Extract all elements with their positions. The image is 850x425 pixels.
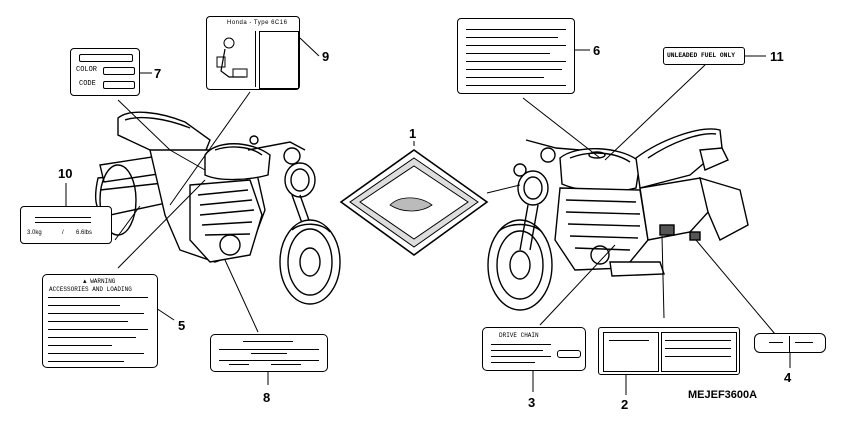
load-limit-label: 3.0kg / 6.6lbs [20, 206, 112, 244]
load-kg: 3.0kg [27, 230, 42, 236]
warning-label: ▲ WARNING ACCESSORIES AND LOADING [42, 274, 158, 368]
callout-2: 2 [621, 397, 629, 412]
callout-5: 5 [178, 318, 186, 333]
load-sep: / [62, 230, 64, 236]
callout-3: 3 [528, 395, 536, 410]
right-motorcycle [487, 128, 749, 311]
callout-11: 11 [770, 49, 784, 64]
specification-label: Honda - Type 6C16 [206, 16, 300, 90]
spec-title: Honda - Type 6C16 [227, 20, 288, 26]
drive-chain-label: DRIVE CHAIN [482, 327, 586, 371]
tire-label [754, 333, 826, 353]
frame-label [210, 334, 328, 372]
drive-chain-title: DRIVE CHAIN [499, 332, 539, 339]
callout-1: 1 [409, 126, 417, 141]
color-text: COLOR [76, 66, 98, 74]
color-code-label: COLOR CODE [70, 48, 140, 96]
diagram-code: MEJEF3600A [688, 389, 758, 401]
warning-subtitle: ACCESSORIES AND LOADING [49, 286, 132, 293]
callout-8: 8 [263, 390, 271, 405]
code-text: CODE [79, 80, 96, 88]
leader-lines [65, 37, 791, 395]
load-lbs: 6.6lbs [76, 230, 93, 236]
callout-10: 10 [58, 166, 73, 181]
security-emblem [339, 149, 489, 256]
callout-7: 7 [154, 66, 162, 81]
callout-9: 9 [322, 49, 330, 64]
fuel-text: UNLEADED FUEL ONLY [667, 52, 736, 59]
fuel-label: UNLEADED FUEL ONLY [663, 47, 745, 65]
callout-6: 6 [593, 43, 601, 58]
left-motorcycle [94, 111, 341, 305]
callout-4: 4 [784, 370, 792, 385]
emission-label [598, 327, 740, 375]
information-label [457, 18, 575, 94]
warning-title: ▲ WARNING [83, 278, 116, 285]
